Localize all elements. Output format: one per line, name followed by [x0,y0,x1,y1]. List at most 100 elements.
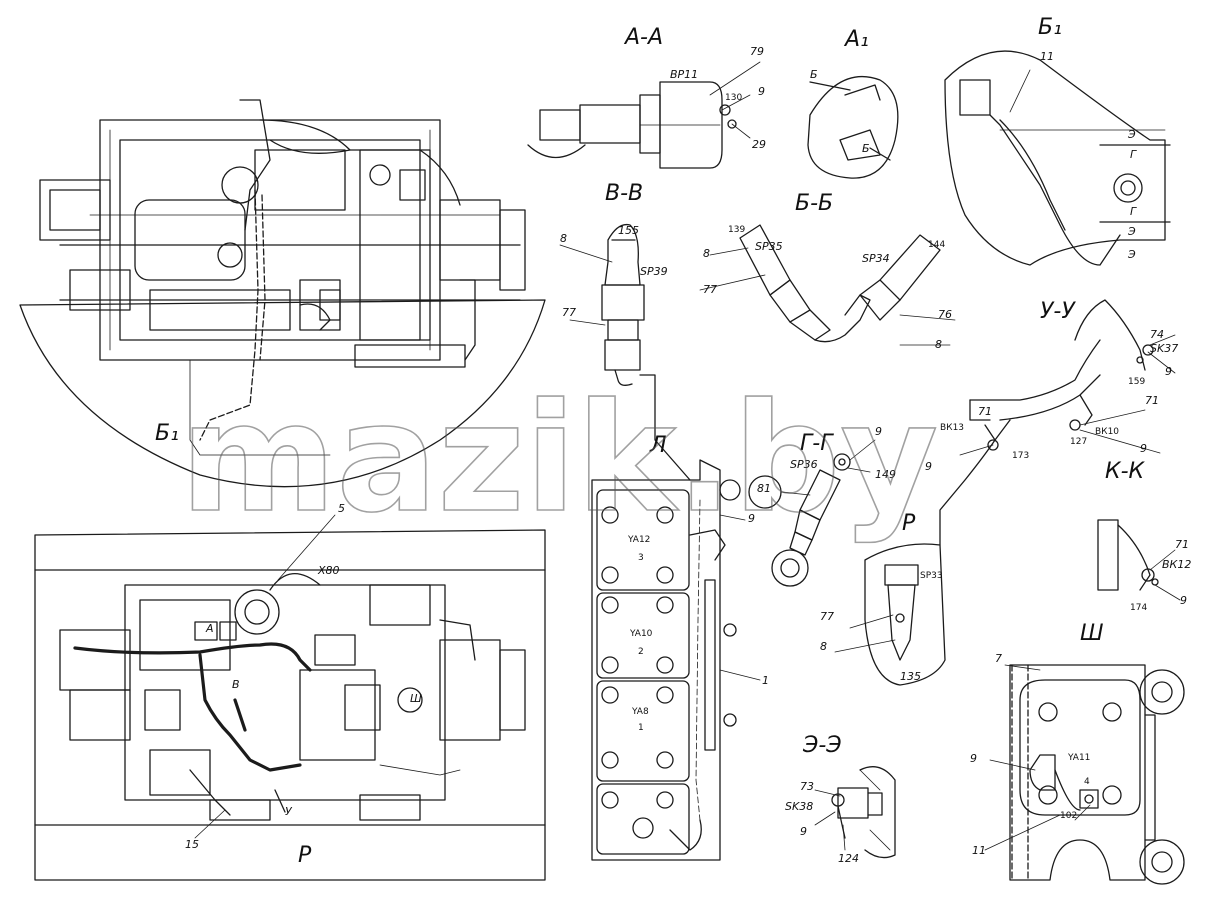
label-pos-2: 2 [638,647,644,657]
section-title-p: Р [902,511,916,536]
label-g1: Г [1130,148,1137,161]
label-76: 76 [938,308,952,321]
label-29: 29 [752,138,766,151]
section-title-p-bottom: Р [298,843,312,868]
engine-top-view [19,99,546,488]
label-71-uu: 71 [978,405,992,418]
label-sp33: SP33 [920,571,943,581]
label-9-aa: 9 [758,85,765,98]
label-sk38: SK38 [785,800,813,813]
section-title-vv: В-В [605,181,643,206]
view-kk [1097,519,1181,601]
label-9-gg: 9 [875,425,882,438]
label-v-mark: В [232,678,240,691]
label-bk13: ВК13 [940,423,964,433]
label-9-bk13: 9 [925,460,932,473]
label-g2: Г [1130,205,1137,218]
section-title-aa: А-А [623,25,663,50]
label-8-vv: 8 [560,232,567,245]
label-b-mark: Б [810,68,818,81]
label-74: 74 [1150,328,1164,341]
label-11-b1: 11 [1040,50,1054,63]
engine-bottom-view [34,529,546,881]
section-title-b1-small: Б₁ [155,421,179,446]
watermark-text: mazik.by [180,372,938,546]
label-174: 174 [1130,603,1147,613]
view-ee [814,766,896,859]
label-e2: Э [1127,225,1136,238]
label-1: 1 [762,674,769,687]
view-p [834,543,946,686]
label-bp11: ВР11 [670,68,698,81]
label-sk37: SK37 [1150,342,1178,355]
label-sp36: SP36 [790,458,818,471]
section-title-uu: У-У [1040,299,1076,324]
view-aa [527,61,761,169]
label-77-vv: 77 [562,306,576,319]
view-b1 [944,50,1171,266]
view-bb [699,224,956,346]
label-71-bk10: 71 [1145,394,1159,407]
label-8-p: 8 [820,640,827,653]
view-uu [939,299,1176,546]
label-sp34: SP34 [862,252,890,265]
label-9-uu: 9 [1165,365,1172,378]
label-71-kk: 71 [1175,538,1189,551]
label-81: 81 [757,482,771,495]
label-9-sh: 9 [970,752,977,765]
label-5: 5 [338,502,345,515]
label-pos-3: 3 [638,553,644,563]
label-8-bb2: 8 [935,338,942,351]
label-e3: Э [1127,248,1136,261]
section-title-b1: Б₁ [1038,15,1062,40]
label-130: 130 [725,93,742,103]
label-4: 4 [1084,777,1090,787]
label-9-l: 9 [748,512,755,525]
section-title-a1: А₁ [843,27,869,52]
label-135: 135 [900,670,921,683]
label-144: 144 [928,240,945,250]
label-77-bb: 77 [703,283,717,296]
label-77-p: 77 [820,610,834,623]
label-x80: Х80 [317,564,340,577]
label-ya11: YA11 [1067,753,1090,763]
label-8-bb: 8 [703,247,710,260]
label-127: 127 [1070,437,1087,447]
view-vv [559,223,691,481]
label-149: 149 [875,468,896,481]
label-ya10: YA10 [629,629,653,639]
label-e1: Э [1127,128,1136,141]
label-u-mark: У [285,805,293,818]
label-bk10: ВК10 [1095,427,1119,437]
label-15: 15 [185,838,199,851]
label-102: 102 [1060,811,1077,821]
label-139: 139 [728,225,745,235]
label-sp35: SP35 [755,240,783,253]
label-sp39: SP39 [640,265,668,278]
label-ya12: YA12 [627,535,650,545]
label-pos-1: 1 [638,723,644,733]
view-a1 [807,75,899,179]
label-a-mark: А [205,622,214,635]
label-b-mark2: Б [862,142,870,155]
section-title-kk: К-К [1105,459,1146,484]
view-gg [748,439,876,587]
label-73: 73 [800,780,814,793]
section-title-ee: Э-Э [802,733,842,758]
label-9-bk10: 9 [1140,442,1147,455]
label-sh-mark: Ш [410,692,422,705]
section-title-l: Л [649,433,667,458]
view-l [591,459,761,861]
view-sh [984,664,1185,885]
label-ya8: YA8 [631,707,649,717]
label-79: 79 [750,45,764,58]
label-7: 7 [995,652,1002,665]
label-9-kk: 9 [1180,594,1187,607]
section-title-sh: Ш [1080,621,1104,646]
label-159: 159 [1128,377,1145,387]
label-173: 173 [1012,451,1029,461]
label-124: 124 [838,852,859,865]
label-155: 155 [618,224,639,237]
